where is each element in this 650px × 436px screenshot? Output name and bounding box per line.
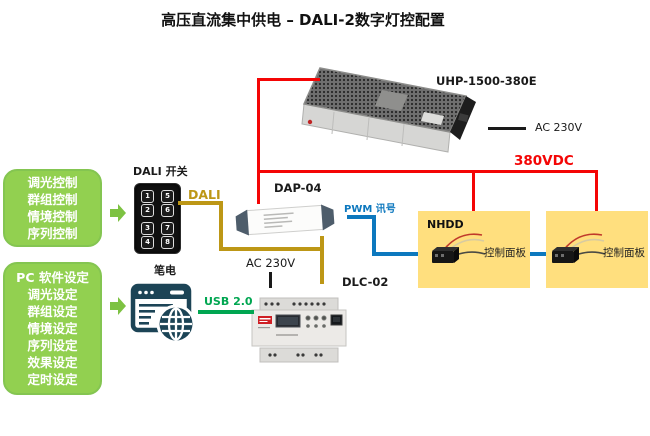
wire-pwm-2 [372, 215, 376, 256]
connector-wires-icon [432, 233, 486, 263]
control-mode-item: 调光控制 [27, 175, 78, 190]
control-mode-item: 群组控制 [27, 192, 78, 207]
dali-switch-label: DALI 开关 [133, 165, 188, 178]
keypad-key: 2 [141, 204, 154, 217]
pc-settings-box: PC 软件设定 调光设定 群组设定 情境设定 序列设定 效果设定 定时设定 [3, 262, 102, 395]
dlc-product-image [251, 297, 347, 363]
wire-dc-vertical [257, 78, 260, 204]
keypad-key: 6 [161, 204, 174, 217]
wire-ac-bottom [269, 272, 272, 288]
wire-pwm-1 [347, 215, 376, 219]
arrow-right-icon [110, 297, 126, 315]
keypad-key: 3 [141, 222, 154, 235]
wire-pwm-link [530, 252, 547, 256]
dap-product-image [235, 204, 335, 236]
control-panel-label: 控制面板 [603, 247, 645, 259]
wire-dc-bus [257, 170, 598, 173]
nhdd-panel-box-1: NHDD 控制面板 [418, 211, 530, 288]
keypad-key: 8 [161, 236, 174, 249]
keypad-key: 5 [161, 190, 174, 203]
page-title: 高压直流集中供电 – DALI-2数字灯控配置 [161, 11, 445, 29]
wire-dali-2 [219, 201, 223, 251]
dap-model-label: DAP-04 [274, 181, 322, 195]
wire-ac-top [488, 127, 526, 130]
wire-dc-drop-2 [595, 170, 598, 213]
pc-setting-item: 情境设定 [27, 321, 78, 336]
keypad-key: 4 [141, 236, 154, 249]
control-mode-item: 序列控制 [27, 226, 78, 241]
wire-dali-4 [320, 236, 324, 284]
pc-setting-item: 序列设定 [27, 338, 78, 353]
wire-dc-drop-1 [472, 170, 475, 213]
ac-top-label: AC 230V [535, 121, 583, 134]
pc-setting-item: 调光设定 [27, 287, 78, 302]
wire-pwm-3 [372, 252, 418, 256]
dali-bus-label: DALI [188, 187, 221, 202]
nhdd-label: NHDD [427, 218, 464, 231]
psu-product-image [301, 67, 476, 153]
dc-voltage-label: 380VDC [514, 153, 574, 169]
wire-dali-1 [178, 201, 223, 205]
control-panel-label: 控制面板 [484, 247, 526, 259]
control-modes-box: 调光控制 群组控制 情境控制 序列控制 [3, 169, 102, 247]
pc-setting-item: 群组设定 [27, 304, 78, 319]
pwm-signal-label: PWM 讯号 [344, 204, 396, 215]
psu-model-label: UHP-1500-380E [436, 74, 537, 88]
laptop-label: 笔电 [154, 264, 176, 277]
keypad-key: 7 [161, 222, 174, 235]
laptop-browser-icon [130, 283, 196, 344]
connector-wires-icon [552, 233, 606, 263]
arrow-right-icon [110, 204, 126, 222]
control-mode-item: 情境控制 [27, 209, 78, 224]
dali-keypad: 1 2 3 4 5 6 7 8 [134, 183, 181, 254]
dlc-model-label: DLC-02 [342, 275, 389, 289]
wire-dc-psu [257, 78, 320, 81]
pc-setting-item: 定时设定 [27, 372, 78, 387]
usb-label: USB 2.0 [204, 295, 253, 308]
wire-usb [198, 310, 254, 314]
nhdd-panel-box-2: 控制面板 [546, 211, 648, 288]
keypad-key: 1 [141, 190, 154, 203]
ac-bottom-label: AC 230V [246, 256, 296, 270]
pc-setting-item: PC 软件设定 [16, 270, 89, 285]
wire-dali-3 [219, 247, 324, 251]
pc-setting-item: 效果设定 [27, 355, 78, 370]
